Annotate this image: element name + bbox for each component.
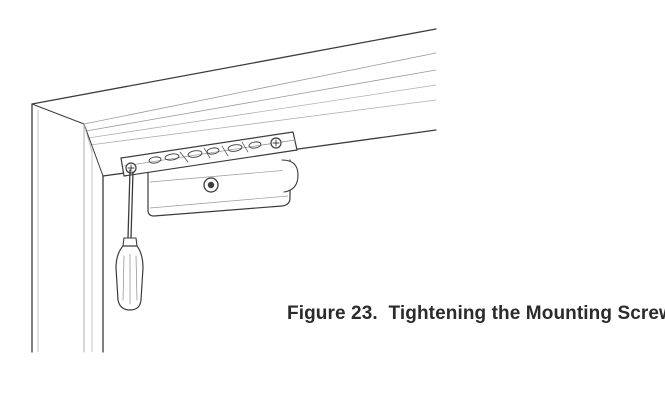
figure-caption: Figure 23. Tightening the Mounting Screw…: [287, 303, 665, 324]
screwdriver: [115, 169, 144, 311]
mounting-plate: [120, 131, 298, 177]
door-closer-body: [147, 159, 299, 217]
